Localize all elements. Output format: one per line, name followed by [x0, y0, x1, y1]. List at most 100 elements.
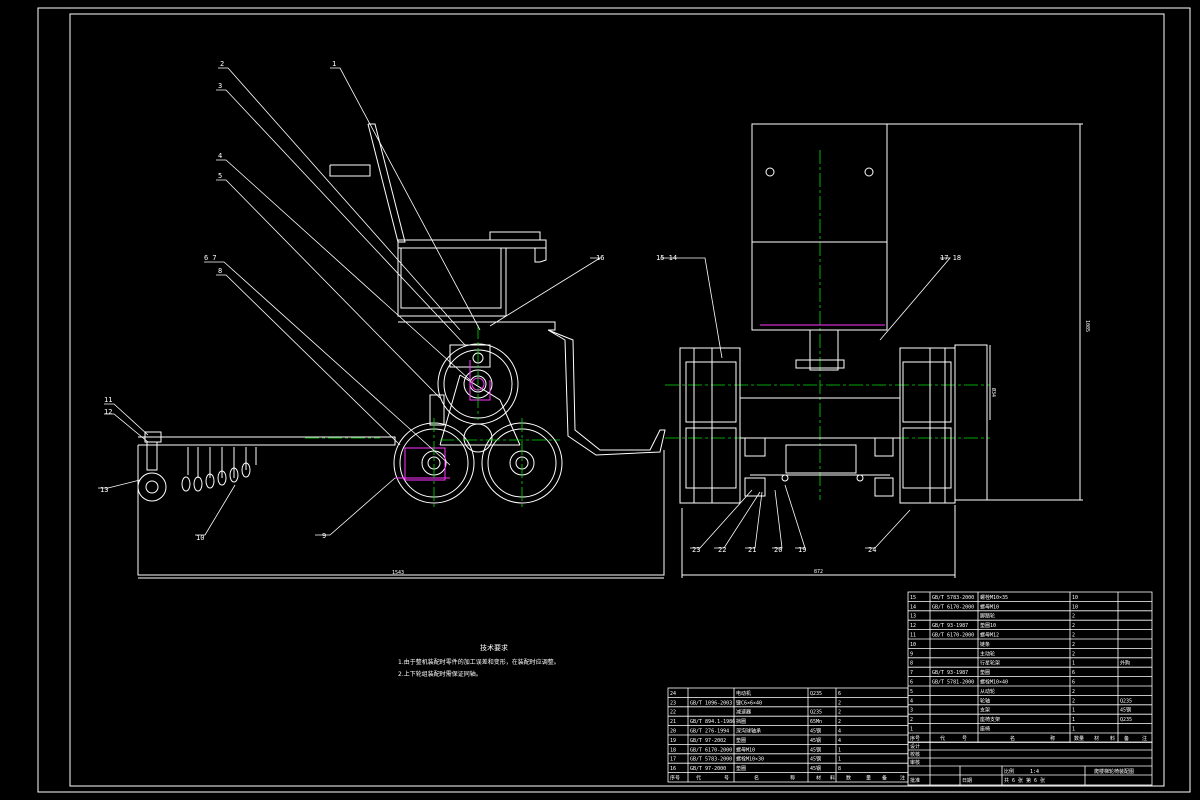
bom-left-cell: 2 [838, 700, 841, 706]
bom-right-cell: Q235 [1120, 698, 1132, 704]
bom-left-header-cell: 材 [816, 775, 821, 782]
bom-right-cell: 垫圈 [980, 669, 990, 676]
bom-right-cell: 2 [1072, 614, 1075, 620]
callout-20: 20 [774, 546, 782, 554]
bom-right-cell: 脚踏轮 [980, 613, 995, 620]
bom-left-cell: 20 [670, 729, 676, 735]
bom-right-header-cell: 备 [1124, 735, 1129, 742]
bom-right-cell: 10 [910, 642, 916, 648]
bom-right-cell: 座椅 [980, 726, 990, 733]
callout-16: 16 [596, 254, 604, 262]
bom-left-cell: GB/T 5783-2000 [690, 757, 732, 763]
bom-left-header-cell: 称 [790, 775, 795, 782]
bom-left-cell: GB/T 97-2002 [690, 738, 726, 744]
bom-right-cell: 螺母M10 [980, 603, 999, 610]
bom-left-cell: 6 [838, 691, 841, 697]
bom-right-header-cell: 数量 [1074, 735, 1084, 742]
bom-right-cell: 2 [1072, 633, 1075, 639]
tb-check: 校核 [910, 751, 920, 758]
bom-right-cell: 2 [1072, 642, 1075, 648]
notes-line-2: 2.上下轮组装配时需保证同轴。 [398, 670, 482, 678]
bom-left-cell: GB/T 1096-2003 [690, 700, 732, 706]
callout-10: 10 [196, 534, 204, 542]
tb-approve: 批准 [910, 777, 920, 784]
bom-right-cell: Q235 [1120, 717, 1132, 723]
front-view [679, 123, 1083, 578]
bom-right-cell: 15 [910, 595, 916, 601]
bom-left-cell: GB/T 894.1-1986 [690, 719, 735, 725]
tb-drawing-name: 爬楼梯轮椅装配图 [1094, 768, 1134, 775]
bom-right-header-cell: 序号 [910, 735, 920, 742]
technical-notes: 技术要求 1.由于整机装配时零件的加工误差和变形，在装配时应调整。 2.上下轮组… [398, 643, 560, 678]
bom-left-cell: 8 [838, 766, 841, 772]
callout-8: 8 [218, 267, 222, 275]
tb-date: 日期 [962, 778, 972, 784]
bom-left-header-cell: 数 [846, 775, 851, 782]
bom-right-cell: 1 [1072, 717, 1075, 723]
bom-right-header-cell: 代 [940, 735, 945, 742]
callout-22: 22 [718, 546, 726, 554]
bom-left-cell: 24 [670, 691, 676, 697]
leader-lines [98, 67, 951, 549]
dim-wheel: Ø34 [990, 388, 997, 397]
bom-left-header-cell: 名 [754, 775, 759, 782]
dim-left-width: 1543 [392, 570, 404, 576]
bom-left-cell: 2 [838, 719, 841, 725]
bom-left-header-cell: 备 [882, 775, 887, 782]
callout-4: 4 [218, 152, 222, 160]
tb-scale: 1:4 [1030, 769, 1039, 775]
tb-sheet: 共 6 张 第 6 张 [1004, 777, 1045, 784]
dim-right-width: 872 [814, 569, 823, 575]
drawing-frame [37, 7, 1191, 793]
bom-right-cell: GB/T 5783-2000 [932, 595, 974, 601]
bom-left-cell: 1 [838, 747, 841, 753]
bom-left-cell: Q235 [810, 691, 822, 697]
bom-left-cell: 垫圈 [736, 765, 746, 772]
title-block-text: 设计 校核 审核 批准 日期 比例 1:4 共 6 张 第 6 张 爬楼梯轮椅装… [910, 743, 1134, 784]
tb-audit: 审核 [910, 759, 920, 766]
callout-11: 11 [104, 396, 112, 404]
bom-right-cell: GB/T 93-1987 [932, 623, 968, 629]
bom-right-cell: 8 [910, 661, 913, 667]
bom-right-cell: 5 [910, 689, 913, 695]
bom-left-cell: 45钢 [810, 746, 821, 753]
bom-right-cell: 3 [910, 708, 913, 714]
bom-right-cell: 6 [1072, 670, 1075, 676]
bom-right-cell: 外购 [1120, 660, 1130, 667]
bom-left-cell: 21 [670, 719, 676, 725]
side-view-highlights [395, 360, 491, 481]
callout-13: 13 [100, 486, 108, 494]
bom-left-cell: 65Mn [810, 719, 822, 725]
bom-right-cell: 垫圈10 [980, 622, 996, 629]
callout-21: 21 [748, 546, 756, 554]
tb-scale-label: 比例 [1004, 768, 1014, 775]
dim-height: 1085 [1084, 320, 1090, 332]
bom-left-cell: GB/T 97-2000 [690, 766, 726, 772]
bom-left-cell: 45钢 [810, 737, 821, 744]
callout-6-7: 6 7 [204, 254, 217, 262]
callout-19: 19 [798, 546, 806, 554]
callout-1: 1 [332, 60, 336, 68]
bom-left-cell: 17 [670, 757, 676, 763]
bom-left-cell: 18 [670, 747, 676, 753]
callout-9: 9 [322, 532, 326, 540]
callout-24: 24 [868, 546, 876, 554]
bom-right-cell: 螺栓M10×35 [980, 594, 1008, 601]
bom-right-cell: 10 [1072, 595, 1078, 601]
bom-left-cell: 22 [670, 710, 676, 716]
bom-right-cell: 1 [910, 727, 913, 733]
bom-left-cell: 电动机 [736, 690, 751, 697]
bom-right-header-cell: 料 [1110, 735, 1115, 742]
bom-right-cell: 2 [1072, 689, 1075, 695]
bom-right-cell: 主动轮 [980, 650, 995, 657]
callout-15-14: 15 14 [656, 254, 677, 262]
bom-left-cell: 16 [670, 766, 676, 772]
bom-left-cell: 1 [838, 757, 841, 763]
bom-right-header-cell: 名 [1010, 735, 1015, 742]
bom-right-cell: GB/T 6170-2000 [932, 604, 974, 610]
bom-right-cell: 4 [910, 698, 913, 704]
bom-right-header-cell: 号 [962, 736, 967, 742]
bom-left-cell: Q235 [810, 710, 822, 716]
